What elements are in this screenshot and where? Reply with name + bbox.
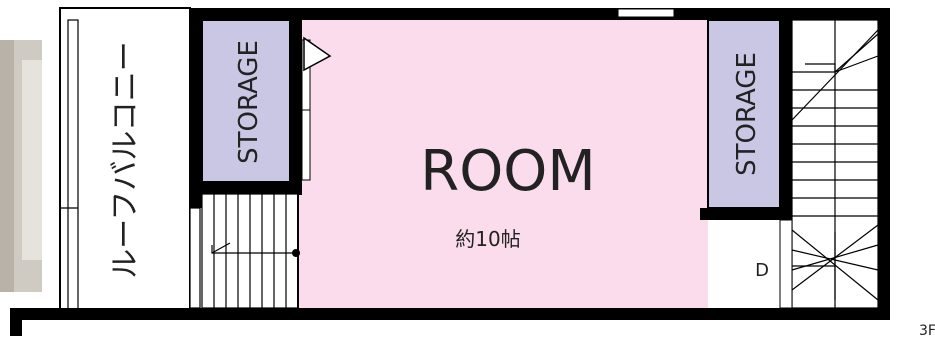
photo-highlight [22, 60, 42, 260]
storage-right-label: STORAGE [732, 52, 762, 176]
storage-left-label: STORAGE [234, 40, 264, 164]
room-size-label: 約10帖 [455, 227, 520, 251]
room-floor [298, 18, 708, 310]
floor-label: 3F [919, 323, 935, 337]
roof-balcony [59, 7, 191, 313]
door-label: D [755, 260, 769, 281]
right-stair-wall [779, 219, 793, 309]
stairs-left [189, 193, 299, 309]
stair-marker-left [292, 249, 300, 257]
door-swing-icon [303, 36, 332, 72]
storage-left [201, 19, 311, 195]
storage-right [700, 19, 792, 220]
exterior-walls [10, 8, 890, 336]
photo-shadow [0, 40, 14, 292]
room-label: ROOM [420, 139, 595, 204]
balcony-label: ルーフバルコニー [108, 41, 143, 279]
stairs-right [784, 19, 879, 309]
